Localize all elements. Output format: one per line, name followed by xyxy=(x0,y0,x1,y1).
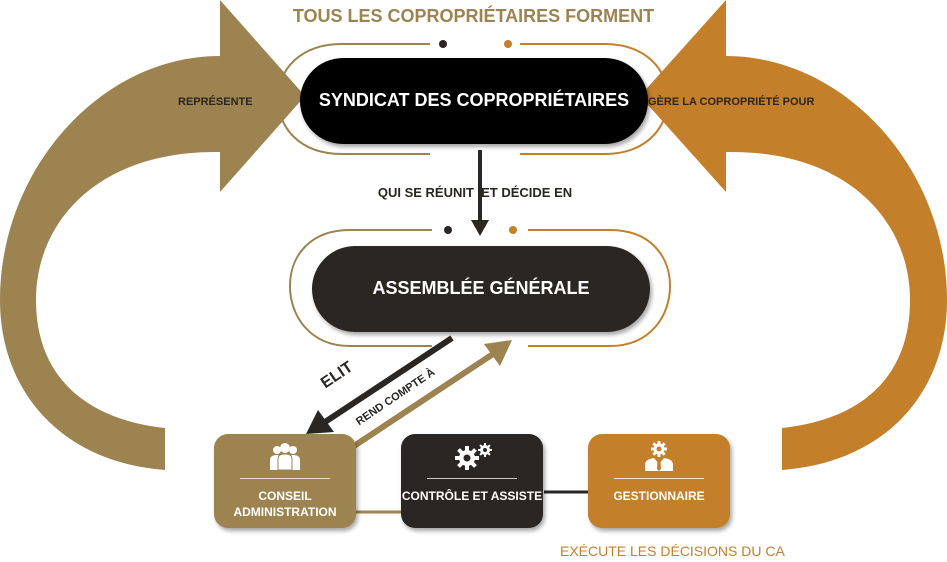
left-curved-arrow xyxy=(0,0,305,470)
assemblee-dot-dark xyxy=(444,226,452,234)
assemblee-dot-orange xyxy=(509,226,517,234)
group-people-icon xyxy=(270,443,300,471)
down-arrow-head xyxy=(471,220,489,236)
rend-compte-arrow-shaft xyxy=(346,349,498,453)
controle-label: CONTRÔLE ET ASSISTE xyxy=(401,489,543,503)
rend-compte-arrow-head xyxy=(484,340,512,366)
conseil-label-line2: ADMINISTRATION xyxy=(233,505,337,519)
syndicat-pill xyxy=(300,58,648,144)
controle-card: CONTRÔLE ET ASSISTE xyxy=(401,434,543,528)
bottom-caption: EXÉCUTE LES DÉCISIONS DU CA xyxy=(560,543,785,559)
conseil-card: CONSEIL ADMINISTRATION xyxy=(214,434,356,528)
elit-arrow-head xyxy=(306,410,334,434)
right-curved-arrow xyxy=(640,0,947,470)
meeting-label: QUI SE RÉUNIT ET DÉCIDE EN xyxy=(377,185,573,200)
assemblee-label: ASSEMBLÉE GÉNÉRALE xyxy=(372,278,590,298)
syndicat-ring-right xyxy=(520,43,670,155)
left-arrow-label: REPRÉSENTE xyxy=(178,96,253,108)
assemblee-ring-right xyxy=(528,229,672,347)
conseil-label-line1: CONSEIL xyxy=(258,489,312,503)
right-arrow-label: GÈRE LA COPROPRIÉTÉ POUR xyxy=(648,96,815,108)
assemblee-ring-left xyxy=(288,229,432,347)
syndicat-label: SYNDICAT DES COPROPRIÉTAIRES xyxy=(318,90,630,110)
elit-arrow-shaft xyxy=(320,335,454,427)
manager-icon xyxy=(645,441,673,471)
assemblee-pill xyxy=(312,246,650,332)
gestionnaire-label: GESTIONNAIRE xyxy=(613,489,705,503)
syndicat-dot-orange xyxy=(504,40,512,48)
gears-icon xyxy=(455,443,492,470)
gestionnaire-card: GESTIONNAIRE xyxy=(588,434,730,528)
syndicat-ring-left xyxy=(276,43,430,155)
syndicat-dot-dark xyxy=(439,40,447,48)
top-title: TOUS LES COPROPRIÉTAIRES FORMENT xyxy=(292,6,655,26)
